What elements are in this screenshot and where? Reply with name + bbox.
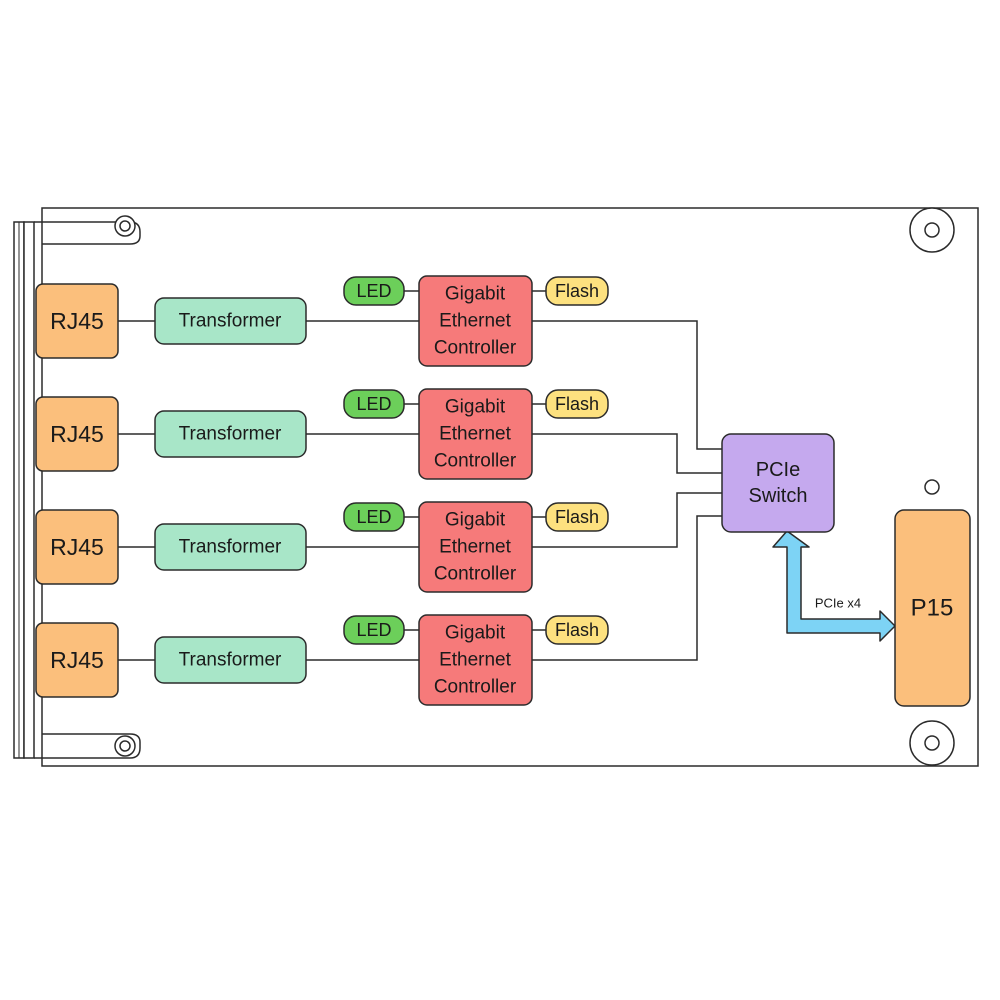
controller-label-line2: Ethernet	[439, 537, 512, 558]
controller-label-line3: Controller	[434, 564, 517, 585]
led-block	[343, 389, 405, 419]
wire-controller-switch	[532, 492, 722, 548]
mounting-hole-top-left	[114, 215, 136, 237]
transformer-label: Transformer	[179, 311, 282, 332]
pcie-switch-label-line2: Switch	[749, 485, 808, 507]
channel-4: RJ45 Transformer LED GigabitEthernetControl…	[35, 614, 609, 706]
pcie-switch: PCIe Switch	[721, 433, 835, 533]
led-label: LED	[356, 507, 391, 527]
flash-block	[545, 276, 609, 306]
flash-label: Flash	[555, 507, 599, 527]
alignment-hole	[924, 479, 940, 495]
flash-block	[545, 502, 609, 532]
rj45-port	[35, 396, 119, 472]
gigabit-ethernet-controller	[418, 614, 533, 706]
controller-label-line1: Gigabit	[445, 284, 506, 305]
wire-controller-switch	[532, 515, 722, 661]
controller-label-line1: Gigabit	[445, 623, 506, 644]
transformer-label: Transformer	[179, 537, 282, 558]
p15-label: P15	[911, 595, 954, 622]
led-block	[343, 276, 405, 306]
gigabit-ethernet-controller	[418, 501, 533, 593]
mounting-hole-top-right	[909, 207, 955, 253]
transformer-block	[154, 636, 307, 684]
flash-block	[545, 615, 609, 645]
flash-label: Flash	[555, 394, 599, 414]
channel-2: RJ45 Transformer LED GigabitEthernetControl…	[35, 388, 609, 480]
channel-3: RJ45 Transformer LED GigabitEthernetControl…	[35, 501, 609, 593]
controller-label-line2: Ethernet	[439, 311, 512, 332]
flash-block	[545, 389, 609, 419]
transformer-block	[154, 297, 307, 345]
rj45-label: RJ45	[50, 534, 104, 560]
rj45-port	[35, 509, 119, 585]
transformer-block	[154, 410, 307, 458]
led-label: LED	[356, 620, 391, 640]
controller-label-line1: Gigabit	[445, 397, 506, 418]
controller-label-line1: Gigabit	[445, 510, 506, 531]
pcie-switch-label-line1: PCIe	[756, 459, 800, 481]
pcie-link-label: PCIe x4	[815, 596, 861, 611]
wires	[118, 290, 722, 661]
transformer-label: Transformer	[179, 650, 282, 671]
channel-1: RJ45 Transformer LED GigabitEthernetControl…	[35, 275, 609, 367]
front-panel-bracket	[13, 221, 141, 759]
rj45-label: RJ45	[50, 308, 104, 334]
rj45-label: RJ45	[50, 647, 104, 673]
mounting-hole-bottom-right	[909, 720, 955, 766]
controller-label-line3: Controller	[434, 451, 517, 472]
controller-label-line2: Ethernet	[439, 650, 512, 671]
controller-label-line2: Ethernet	[439, 424, 512, 445]
flash-label: Flash	[555, 620, 599, 640]
gigabit-ethernet-controller	[418, 275, 533, 367]
gigabit-ethernet-controller	[418, 388, 533, 480]
controller-label-line3: Controller	[434, 338, 517, 359]
transformer-label: Transformer	[179, 424, 282, 445]
flash-label: Flash	[555, 281, 599, 301]
rj45-port	[35, 622, 119, 698]
led-block	[343, 615, 405, 645]
led-block	[343, 502, 405, 532]
transformer-block	[154, 523, 307, 571]
wire-controller-switch	[532, 320, 722, 450]
mounting-hole-bottom-left	[114, 735, 136, 757]
wire-controller-switch	[532, 433, 722, 474]
led-label: LED	[356, 281, 391, 301]
controller-label-line3: Controller	[434, 677, 517, 698]
rj45-port	[35, 283, 119, 359]
p15-connector: P15	[894, 509, 971, 707]
led-label: LED	[356, 394, 391, 414]
rj45-label: RJ45	[50, 421, 104, 447]
